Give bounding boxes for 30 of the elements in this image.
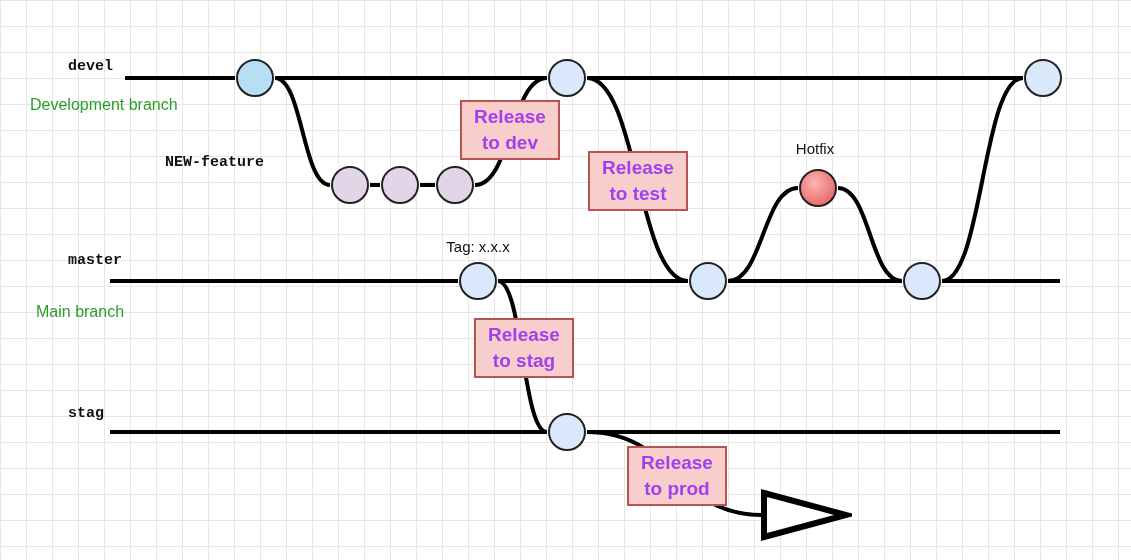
- commit-circle: [236, 59, 274, 97]
- commit-circle: [1024, 59, 1062, 97]
- commit-caption: Tag: x.x.x: [446, 238, 510, 255]
- commit-circle: [799, 169, 837, 207]
- branch-line: [110, 430, 547, 434]
- branch-description: Development branch: [30, 96, 178, 114]
- commit-circle: [331, 166, 369, 204]
- commit-circle: [689, 262, 727, 300]
- commit-circle: [436, 166, 474, 204]
- branch-name: devel: [68, 58, 113, 75]
- merge-line: [274, 76, 331, 187]
- branch-line: [370, 183, 380, 187]
- commit-circle: [548, 413, 586, 451]
- branch-name: master: [68, 252, 122, 269]
- branch-name: NEW-feature: [165, 154, 265, 171]
- branch-line: [420, 183, 435, 187]
- commit-circle: [381, 166, 419, 204]
- commit-circle: [903, 262, 941, 300]
- branch-description: Main branch: [36, 303, 125, 321]
- commit-circle: [459, 262, 497, 300]
- edge-label: Release to test: [588, 151, 688, 211]
- branch-line: [125, 76, 235, 80]
- commit-circle: [548, 59, 586, 97]
- branch-line: [110, 279, 458, 283]
- branch-name: stag: [68, 405, 104, 422]
- edge-label: Release to prod: [627, 446, 727, 506]
- branch-line: [498, 279, 688, 283]
- commit-caption: Hotfix: [795, 140, 835, 157]
- edge-label: Release to stag: [474, 318, 574, 378]
- edge-label: Release to dev: [460, 100, 560, 160]
